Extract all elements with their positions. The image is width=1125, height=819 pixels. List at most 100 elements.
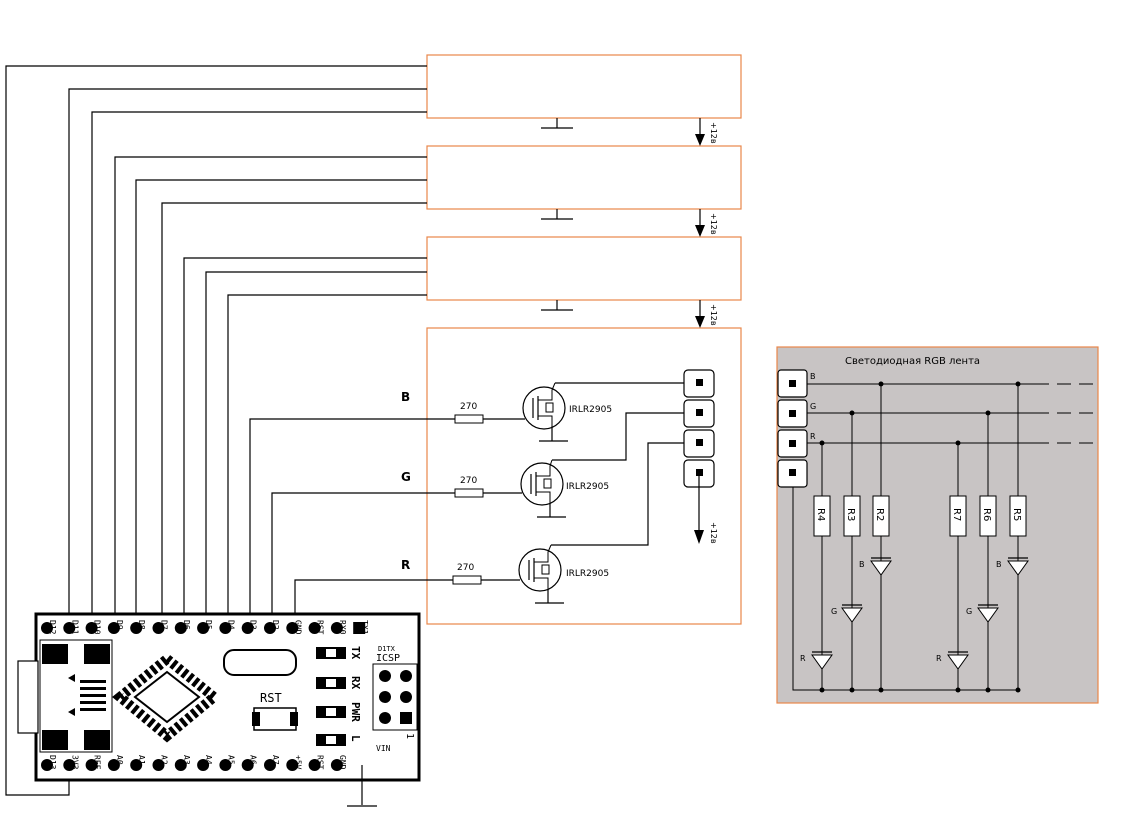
bottom-pin-label-9: A6 [249, 755, 258, 765]
bottom-pin-label-2: REF [93, 755, 102, 770]
bus-label-r: R [810, 432, 816, 441]
bottom-pin-0 [41, 759, 53, 771]
top-pin-label-14: TX1 [360, 620, 369, 635]
led-label-3: R [800, 654, 806, 663]
resistor-label-r5: R5 [1011, 508, 1022, 521]
mosfet-g [520, 462, 564, 506]
bottom-pin-1 [63, 759, 76, 771]
bottom-pin-12 [308, 759, 321, 771]
pin1-label: 1 [404, 733, 415, 739]
board-ground [347, 765, 377, 807]
bottom-pin-label-11: +5V [293, 755, 302, 770]
bottom-pin-label-12: RST [316, 755, 325, 770]
bottom-pin-8 [219, 759, 232, 771]
top-pin-label-8: D4 [226, 620, 235, 630]
module-boxes [426, 54, 742, 625]
bus-label-g: G [810, 402, 816, 411]
top-pin-label-10: D2 [271, 620, 280, 630]
module-box-3 [426, 236, 742, 301]
resistor-g [454, 488, 484, 498]
bottom-pin-10 [264, 759, 276, 771]
resistor-r-value: 270 [457, 563, 474, 573]
bottom-pin-4 [130, 759, 143, 771]
resistor-b [454, 414, 484, 424]
bottom-pin-11 [286, 759, 299, 771]
reset-button[interactable] [253, 707, 297, 731]
top-pin-7 [197, 622, 210, 634]
resistor-label-r4: R4 [815, 508, 826, 521]
resistor-g-value: 270 [460, 476, 477, 486]
top-pin-label-2: D10 [93, 620, 102, 635]
driver-connector: +12в [683, 369, 718, 544]
resistor-label-r6: R6 [981, 508, 992, 521]
bottom-pin-label-1: 3V3 [70, 755, 79, 770]
top-pin-4 [130, 622, 143, 634]
bottom-pin-row [41, 759, 343, 771]
vin-label: VIN [376, 744, 391, 753]
top-pin-label-12: RST [316, 620, 325, 635]
bottom-pin-9 [241, 759, 254, 771]
bottom-pin-7 [197, 759, 210, 771]
channel-label-g: G [401, 470, 411, 484]
top-pin-label-3: D9 [115, 620, 124, 630]
bottom-pin-label-13: GND [338, 755, 347, 770]
module-box-2 [426, 145, 742, 210]
icsp-small-label: D1TX [378, 645, 396, 653]
led-pwr-label: PWR [349, 702, 362, 722]
top-pin-label-9: D3 [249, 620, 258, 630]
bottom-pin-6 [174, 759, 187, 771]
led-label-6: R [936, 654, 942, 663]
led-rx-label: RX [349, 676, 362, 690]
supply-label-2: +12в [709, 213, 718, 235]
bottom-pin-label-4: A1 [137, 755, 146, 765]
driver-channel-b: B 270 IRLR2905 [401, 382, 689, 442]
mosfet-r-model: IRLR2905 [566, 569, 609, 579]
top-pin-row [41, 622, 366, 634]
top-pin-0 [41, 622, 53, 634]
usb-connector [17, 660, 39, 734]
signal-wires [5, 65, 427, 796]
supply-label-3: +12в [709, 304, 718, 326]
resistor-label-r2: R2 [874, 508, 885, 521]
bottom-pin-label-5: A2 [160, 755, 169, 765]
top-pin-label-5: D7 [160, 620, 169, 630]
supply-arrows: +12в +12в +12в [695, 118, 718, 328]
resistor-label-r3: R3 [845, 508, 856, 521]
led-label-4: B [996, 560, 1002, 569]
top-pin-1 [63, 622, 76, 634]
top-pin-5 [152, 622, 165, 634]
bottom-pin-label-3: A0 [115, 755, 124, 765]
top-pin-11 [286, 622, 299, 634]
microcontroller-chip [112, 652, 222, 743]
supply-label-1: +12в [709, 122, 718, 144]
driver-supply-label: +12в [709, 522, 718, 544]
top-pin-label-13: RX0 [338, 620, 347, 635]
bottom-pin-5 [152, 759, 165, 771]
top-pin-label-0: D12 [48, 620, 57, 635]
module-box-1 [426, 54, 742, 119]
top-pin-2 [85, 622, 98, 634]
top-pin-14 [353, 622, 366, 634]
bottom-pin-label-0: D13 [48, 755, 57, 770]
resistor-r [452, 575, 482, 585]
led-label-2: G [831, 607, 837, 616]
resistor-b-value: 270 [460, 402, 477, 412]
top-pin-label-1: D11 [70, 620, 79, 635]
module-grounds [541, 118, 573, 311]
bottom-pin-label-7: A4 [204, 755, 213, 765]
channel-label-r: R [401, 558, 410, 572]
top-pin-label-4: D8 [137, 620, 146, 630]
icsp-label: ICSP [376, 653, 400, 664]
mosfet-g-model: IRLR2905 [566, 482, 609, 492]
crystal [223, 649, 297, 676]
top-pin-10 [264, 622, 276, 634]
top-pin-label-6: D6 [182, 620, 191, 630]
resistor-label-r7: R7 [951, 508, 962, 521]
bottom-pin-3 [107, 759, 120, 771]
led-strip-panel: Светодиодная RGB лента B G R R4 R3 R2 B … [776, 346, 1099, 704]
top-pin-8 [219, 622, 232, 634]
bus-label-b: B [810, 372, 816, 381]
